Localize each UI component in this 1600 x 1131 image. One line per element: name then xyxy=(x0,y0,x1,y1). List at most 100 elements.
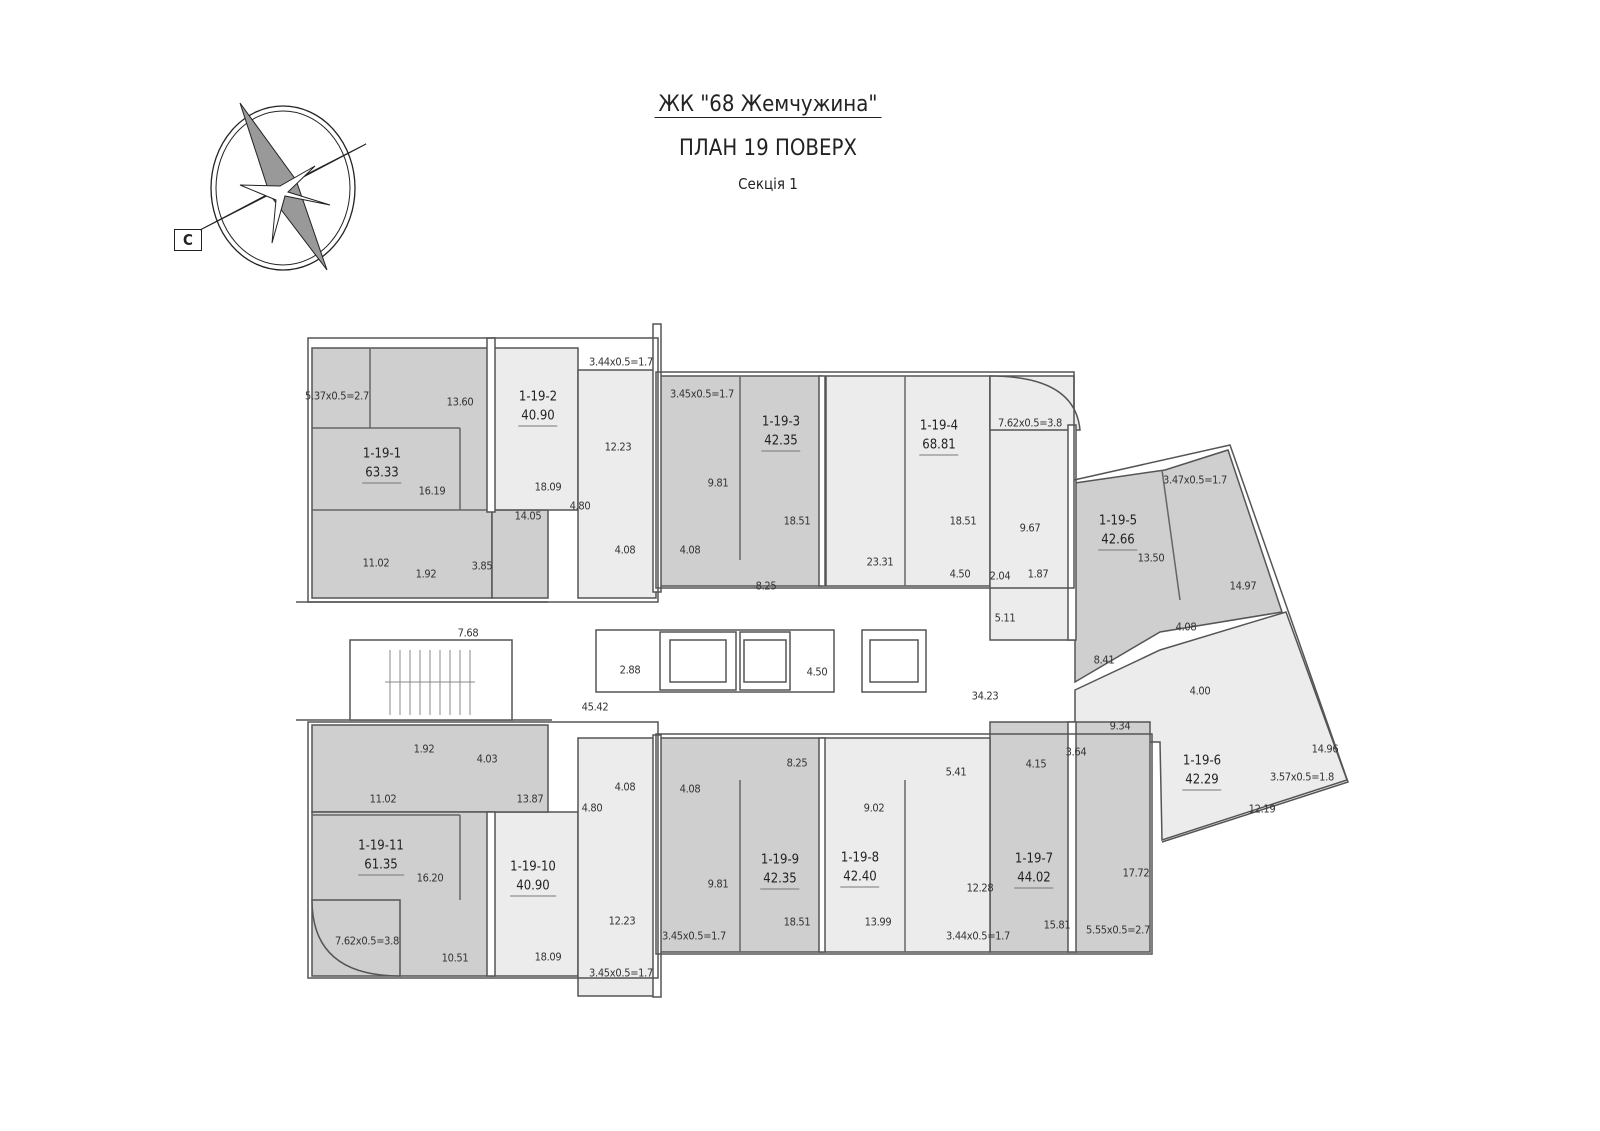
apartment-1-19-1-area xyxy=(491,509,549,599)
apartment-number: 1-19-9 xyxy=(760,852,800,868)
room-area: 8.41 xyxy=(1093,653,1115,667)
apartment-1-19-10-area xyxy=(577,737,657,997)
balcony-area: 5.55x0.5=2.7 xyxy=(1085,923,1151,937)
common-area: 2.88 xyxy=(619,663,641,677)
apartment-label[interactable]: 1-19-9 42.35 xyxy=(760,851,800,890)
balcony-area: 3.45x0.5=1.7 xyxy=(661,929,727,943)
room-area: 14.97 xyxy=(1229,579,1257,593)
common-area: 45.42 xyxy=(581,700,609,714)
apartment-1-19-10-area xyxy=(491,811,579,977)
elevators xyxy=(595,629,927,693)
room-area: 18.51 xyxy=(783,514,811,528)
apartment-1-19-2-area xyxy=(577,369,657,599)
room-area: 15.81 xyxy=(1043,918,1071,932)
room-area: 14.96 xyxy=(1311,742,1339,756)
room-area: 2.04 xyxy=(989,569,1011,583)
stairwell xyxy=(349,639,513,721)
room-area: 4.08 xyxy=(614,543,636,557)
apartment-label[interactable]: 1-19-6 42.29 xyxy=(1182,752,1222,791)
room-area: 9.34 xyxy=(1109,719,1131,733)
apartment-number: 1-19-4 xyxy=(919,418,959,434)
common-area: 7.68 xyxy=(457,626,479,640)
apartment-number: 1-19-2 xyxy=(518,389,558,405)
room-area: 9.02 xyxy=(863,801,885,815)
apartment-1-19-4-area xyxy=(825,375,991,587)
room-area: 13.60 xyxy=(446,395,474,409)
building-outline xyxy=(296,323,1349,998)
compass-north-icon: С xyxy=(174,229,202,251)
section-label: Секція 1 xyxy=(738,175,798,193)
apartment-1-19-3-area xyxy=(659,375,823,587)
room-area: 18.09 xyxy=(534,480,562,494)
room-area: 4.03 xyxy=(476,752,498,766)
apartment-number: 1-19-10 xyxy=(510,859,556,875)
balcony-area: 3.44x0.5=1.7 xyxy=(945,929,1011,943)
balcony-area: 3.47x0.5=1.7 xyxy=(1162,473,1228,487)
balcony-area: 3.45x0.5=1.7 xyxy=(588,966,654,980)
apartment-label[interactable]: 1-19-2 40.90 xyxy=(518,388,558,427)
apartment-1-19-1-area xyxy=(311,347,493,599)
room-area: 12.19 xyxy=(1248,802,1276,816)
apartment-area: 42.29 xyxy=(1182,771,1222,791)
room-area: 13.99 xyxy=(864,915,892,929)
room-area: 1.92 xyxy=(413,742,435,756)
apartment-area: 44.02 xyxy=(1014,869,1054,889)
room-area: 8.25 xyxy=(755,579,777,593)
room-area: 1.92 xyxy=(415,567,437,581)
room-area: 11.02 xyxy=(362,556,390,570)
common-area: 4.50 xyxy=(806,665,828,679)
apartment-label[interactable]: 1-19-8 42.40 xyxy=(840,849,880,888)
room-area: 4.80 xyxy=(569,499,591,513)
apartment-area: 40.90 xyxy=(518,407,558,427)
balcony-area: 3.57x0.5=1.8 xyxy=(1269,770,1335,784)
apartment-number: 1-19-3 xyxy=(761,414,801,430)
apartment-number: 1-19-8 xyxy=(840,850,880,866)
room-area: 18.51 xyxy=(783,915,811,929)
apartment-1-19-5-area xyxy=(1074,449,1283,684)
balcony-area: 3.45x0.5=1.7 xyxy=(669,387,735,401)
room-area: 9.81 xyxy=(707,877,729,891)
room-area: 14.05 xyxy=(514,509,542,523)
common-area: 34.23 xyxy=(971,689,999,703)
room-area: 1.87 xyxy=(1027,567,1049,581)
room-area: 4.08 xyxy=(1175,620,1197,634)
balcony-area: 3.44x0.5=1.7 xyxy=(588,355,654,369)
room-area: 18.51 xyxy=(949,514,977,528)
room-area: 18.09 xyxy=(534,950,562,964)
compass-rose xyxy=(199,102,367,271)
apartment-1-19-11-area xyxy=(311,724,549,813)
room-area: 12.23 xyxy=(608,914,636,928)
apartment-label[interactable]: 1-19-1 63.33 xyxy=(362,445,402,484)
room-area: 10.51 xyxy=(441,951,469,965)
apartment-area: 42.66 xyxy=(1098,531,1138,551)
apartment-label[interactable]: 1-19-5 42.66 xyxy=(1098,512,1138,551)
room-area: 13.87 xyxy=(516,792,544,806)
apartment-area: 42.40 xyxy=(840,868,880,888)
apartment-area: 63.33 xyxy=(362,464,402,484)
room-area: 12.23 xyxy=(604,440,632,454)
room-area: 4.15 xyxy=(1025,757,1047,771)
room-area: 17.72 xyxy=(1122,866,1150,880)
apartment-area: 61.35 xyxy=(358,856,404,876)
room-area: 5.41 xyxy=(945,765,967,779)
room-area: 4.80 xyxy=(581,801,603,815)
room-area: 3.64 xyxy=(1065,745,1087,759)
apartment-area: 42.35 xyxy=(760,870,800,890)
apartment-number: 1-19-1 xyxy=(362,446,402,462)
room-area: 11.02 xyxy=(369,792,397,806)
apartment-number: 1-19-6 xyxy=(1182,753,1222,769)
room-area: 9.67 xyxy=(1019,521,1041,535)
room-area: 16.19 xyxy=(418,484,446,498)
apartment-number: 1-19-5 xyxy=(1098,513,1138,529)
complex-name: ЖК "68 Жемчужина" xyxy=(654,92,882,118)
room-area: 9.81 xyxy=(707,476,729,490)
room-area: 4.08 xyxy=(679,782,701,796)
room-area: 8.25 xyxy=(786,756,808,770)
room-area: 4.08 xyxy=(679,543,701,557)
